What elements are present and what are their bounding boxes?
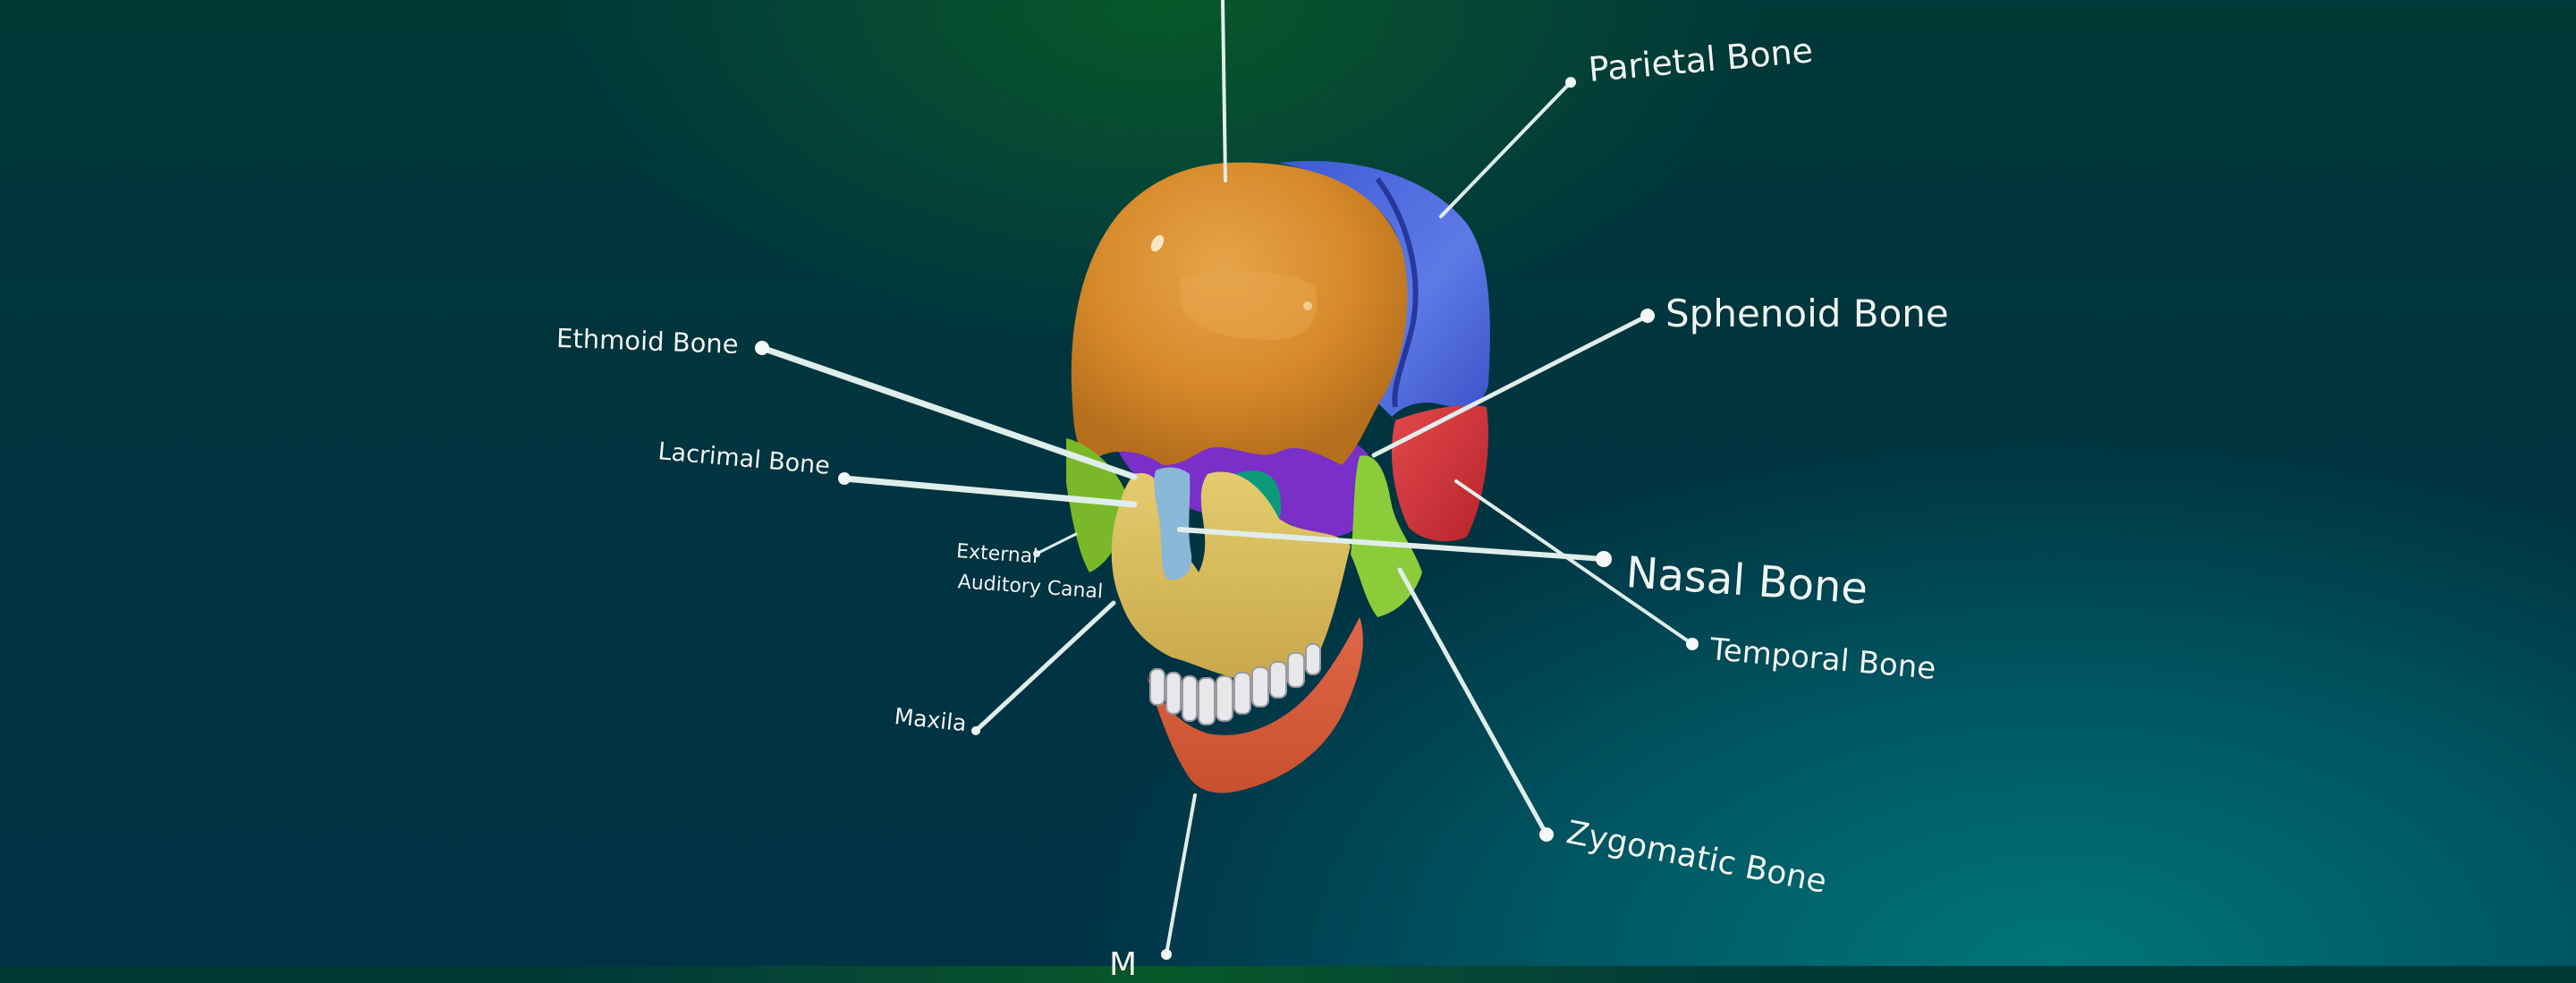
maxila-dot[interactable] [971, 726, 980, 735]
zygomatic-dot[interactable] [1539, 827, 1554, 842]
teeth [1149, 643, 1321, 725]
nasal-bone-shape[interactable] [1154, 467, 1192, 580]
maxilla-shape[interactable] [1111, 471, 1351, 679]
mandible-dot[interactable] [1161, 949, 1172, 960]
external-auditory-canal-dot[interactable] [1033, 550, 1040, 557]
label-mandible-partial[interactable]: M [1109, 946, 1138, 983]
label-ethmoid-bone[interactable]: Ethmoid Bone [555, 322, 740, 360]
mandible-shape[interactable] [1147, 617, 1363, 793]
leader-lines [758, 0, 1694, 956]
label-external-auditory-canal[interactable]: External Auditory Canal [953, 537, 1106, 607]
temporal-dot[interactable] [1686, 638, 1699, 650]
label-sphenoid-bone[interactable]: Sphenoid Bone [1665, 292, 1949, 335]
lacrimal-dot[interactable] [838, 472, 851, 485]
nasal-dot[interactable] [1596, 551, 1612, 567]
ethmoid-dot[interactable] [755, 341, 769, 355]
temporal-bone-shape[interactable] [1391, 405, 1488, 542]
label-dots [755, 77, 1699, 960]
parietal-dot[interactable] [1565, 77, 1576, 88]
sphenoid-dot[interactable] [1640, 309, 1655, 323]
parietal-bone-shape[interactable] [1279, 160, 1490, 417]
